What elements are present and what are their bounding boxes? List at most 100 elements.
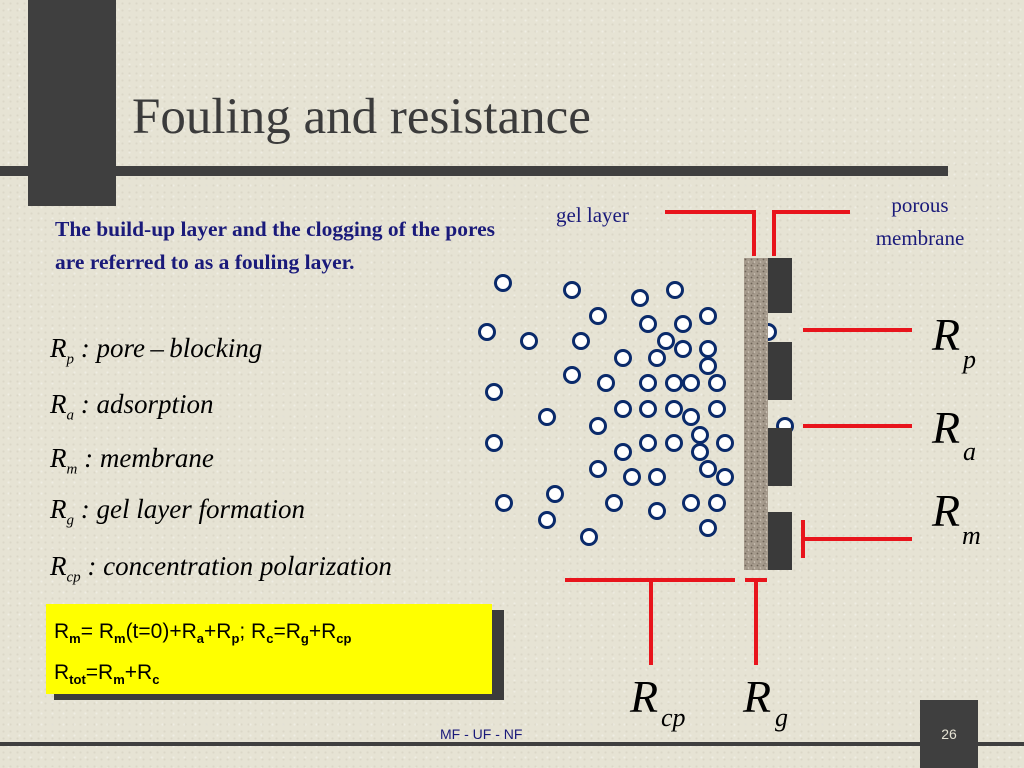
solute-particle — [716, 434, 734, 452]
formula-box — [46, 604, 492, 694]
solute-particle — [485, 383, 503, 401]
solute-particle — [657, 332, 675, 350]
rp-symbol: R — [931, 309, 960, 360]
formula-text: R — [54, 620, 70, 643]
solute-particle — [648, 468, 666, 486]
solute-particle — [639, 434, 657, 452]
definition-rp: Rp : pore – blocking — [50, 333, 262, 368]
solute-particle — [597, 374, 615, 392]
solute-particle — [589, 460, 607, 478]
solute-particle — [538, 408, 556, 426]
def-subscript: m — [66, 461, 78, 478]
solute-particle — [538, 511, 556, 529]
solute-particle — [708, 400, 726, 418]
solute-particle — [699, 340, 717, 358]
decorative-bar — [0, 166, 948, 176]
def-symbol: R — [50, 443, 67, 473]
def-subscript: p — [66, 351, 75, 368]
solute-particle — [614, 400, 632, 418]
def-subscript: cp — [66, 569, 81, 586]
formula-sub: c — [266, 631, 274, 647]
rg-subscript: g — [775, 703, 788, 732]
footer-text: MF - UF - NF — [440, 726, 523, 742]
def-subscript: a — [66, 407, 75, 424]
def-symbol: R — [50, 551, 67, 581]
solute-particle — [682, 374, 700, 392]
rcp-symbol: R — [629, 671, 658, 722]
formula-sub: c — [152, 672, 160, 688]
intro-text: The build-up layer and the clogging of t… — [55, 217, 496, 274]
rm-subscript: m — [962, 521, 981, 550]
solute-particle — [648, 349, 666, 367]
solute-particle — [699, 519, 717, 537]
formula-sub: a — [196, 631, 204, 647]
def-description: : concentration polarization — [87, 551, 392, 581]
membrane-segment — [768, 342, 792, 400]
definition-rm: Rm : membrane — [50, 443, 214, 478]
def-description: : pore – blocking — [80, 333, 263, 363]
solute-particle — [699, 357, 717, 375]
gel-layer-pointer — [665, 210, 756, 256]
def-description: : membrane — [84, 443, 214, 473]
formula-text: +R — [124, 661, 153, 684]
resistance-lines — [565, 210, 912, 665]
solute-particle — [614, 349, 632, 367]
solute-particle — [589, 417, 607, 435]
solute-particle — [682, 408, 700, 426]
membrane-pointer — [772, 210, 850, 256]
solute-particle — [589, 307, 607, 325]
formula-sub: cp — [336, 631, 352, 647]
solute-particle — [572, 332, 590, 350]
gel-layer — [744, 258, 768, 570]
definition-rg: Rg : gel layer formation — [50, 494, 305, 529]
def-symbol: R — [50, 389, 67, 419]
solute-particle — [665, 434, 683, 452]
formula-sub: m — [113, 672, 125, 688]
solute-particle — [674, 340, 692, 358]
membrane-segment — [768, 428, 792, 486]
formula-text: =R — [273, 620, 301, 643]
solute-particle — [478, 323, 496, 341]
solute-particle — [716, 468, 734, 486]
formula-text: +R — [308, 620, 337, 643]
solute-particle — [699, 460, 717, 478]
solute-particle — [674, 315, 692, 333]
solute-particle — [665, 400, 683, 418]
solute-particle — [691, 426, 709, 444]
solute-particle — [682, 494, 700, 512]
formula-sub: m — [69, 631, 81, 647]
def-description: : adsorption — [80, 389, 214, 419]
gel-layer-label: gel layer — [556, 203, 629, 227]
solute-particle — [639, 315, 657, 333]
rp-subscript: p — [961, 345, 976, 374]
def-subscript: g — [66, 512, 75, 529]
formula-sub: p — [231, 631, 240, 647]
def-symbol: R — [50, 333, 67, 363]
solute-particle — [563, 281, 581, 299]
solute-particle — [563, 366, 581, 384]
formula-line-1: Rm= Rm(t=0)+Ra+Rp; Rc=Rg+Rcp — [54, 620, 351, 646]
solute-particle — [708, 374, 726, 392]
page-number: 26 — [941, 726, 957, 742]
porous-membrane-label: membrane — [876, 226, 965, 250]
solute-particle — [623, 468, 641, 486]
solute-particle — [520, 332, 538, 350]
formula-text: R — [54, 661, 70, 684]
solute-particles — [478, 274, 794, 546]
solute-particle — [665, 374, 683, 392]
def-description: : gel layer formation — [80, 494, 305, 524]
formula-text: ; R — [239, 620, 267, 643]
solute-particle — [580, 528, 598, 546]
solute-particle — [631, 289, 649, 307]
rg-symbol: R — [742, 671, 771, 722]
solute-particle — [648, 502, 666, 520]
formula-sub: m — [114, 631, 126, 647]
solute-particle — [639, 374, 657, 392]
definition-ra: Ra : adsorption — [50, 389, 214, 424]
ra-symbol: R — [931, 402, 960, 453]
solute-particle — [639, 400, 657, 418]
formula-text: +R — [204, 620, 232, 643]
porous-membrane-label: porous — [891, 193, 948, 217]
solute-particle — [708, 494, 726, 512]
